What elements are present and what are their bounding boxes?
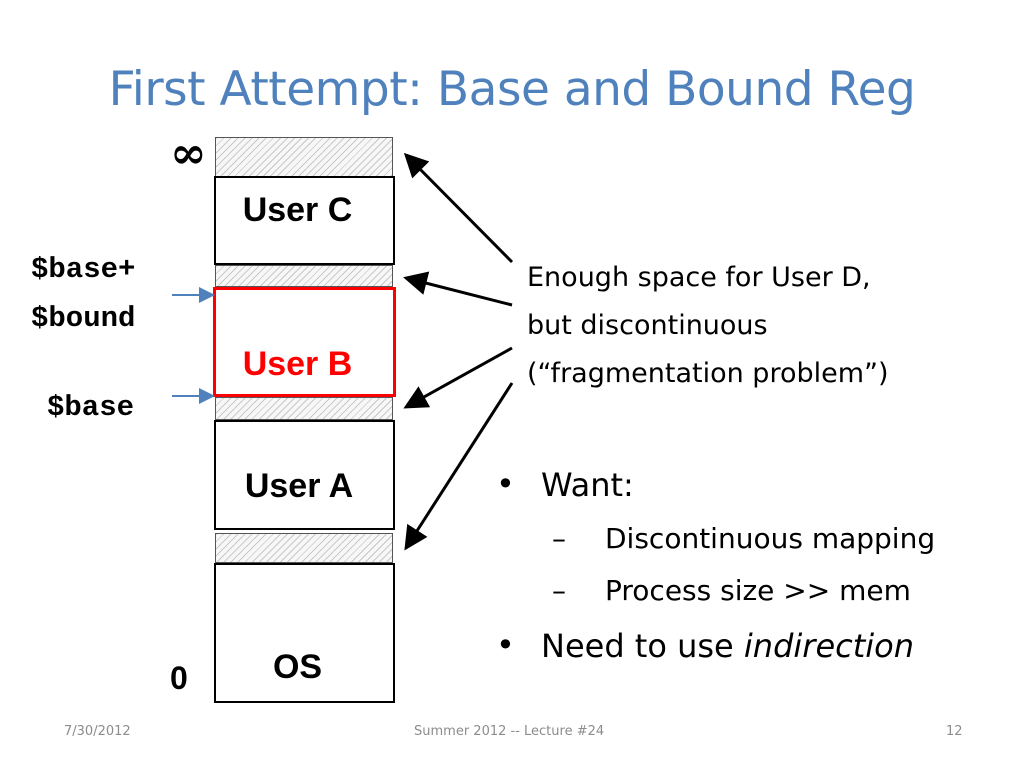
free-space-top (215, 137, 393, 177)
footer-page-number: 12 (946, 724, 963, 739)
zero-label: 0 (170, 660, 188, 696)
block-user-c (214, 176, 395, 265)
label-user-a: User A (244, 467, 354, 505)
block-user-a (214, 420, 395, 530)
dash-1: – (552, 522, 566, 555)
bullet-dot-need: • (496, 626, 515, 664)
base-plus-bound-label-line1: $base+ (31, 253, 136, 286)
base-label: $base (47, 391, 135, 424)
note-line-3: (“fragmentation problem”) (527, 358, 889, 389)
bullet-want: Want: (541, 466, 634, 504)
block-user-b (213, 287, 396, 397)
base-plus-bound-label-line2: $bound (31, 302, 136, 335)
arrow-to-lower-free (404, 382, 514, 551)
note-line-2: but discontinuous (527, 310, 768, 341)
note-line-1: Enough space for User D, (527, 262, 871, 293)
fragmentation-note: Enough space for User D, but discontinuo… (527, 254, 889, 398)
label-os: OS (272, 648, 323, 686)
label-user-b: User B (242, 345, 353, 383)
free-space-middle (215, 397, 393, 420)
indirection-text: indirection (743, 627, 915, 665)
free-space-lower (215, 533, 393, 563)
footer-date: 7/30/2012 (64, 724, 131, 739)
infinity-label: ∞ (170, 128, 207, 179)
bullet-need-indirection: Need to use indirection (541, 627, 914, 665)
arrow-to-upper-free (403, 271, 513, 307)
bullet-dot-want: • (496, 465, 515, 503)
sub-bullet-discontinuous: Discontinuous mapping (605, 522, 936, 555)
dash-2: – (552, 574, 566, 607)
label-user-c: User C (242, 191, 353, 229)
sub-bullet-process-size: Process size >> mem (605, 574, 911, 607)
arrow-to-middle-free (403, 346, 513, 409)
slide-title: First Attempt: Base and Bound Reg (108, 62, 916, 117)
arrow-to-top-free (403, 152, 514, 264)
need-text: Need to use (541, 627, 744, 665)
footer-course: Summer 2012 -- Lecture #24 (414, 724, 605, 739)
free-space-upper (215, 265, 393, 287)
block-os (214, 563, 395, 703)
